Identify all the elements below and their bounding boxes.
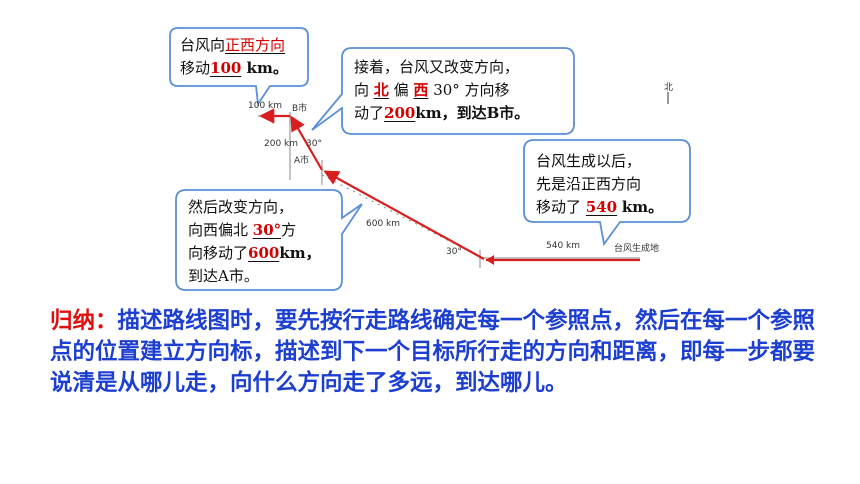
distance-540-label: 540 km <box>546 241 581 251</box>
angle-origin-label: 30° <box>446 247 462 257</box>
city-a-label: A市 <box>294 156 310 166</box>
bubble-north-west-200 <box>311 47 575 135</box>
bubble-west-100-text: 台风向正西方向 移动100 km。 <box>180 36 288 77</box>
bubble-west-north-600 <box>175 189 363 291</box>
typhoon-route <box>258 108 640 262</box>
city-b-label: B市 <box>292 104 308 114</box>
summary-body: 描述路线图时，要先按行走路线确定每一个参照点，然后在每一个参照点的位置建立方向标… <box>50 308 816 396</box>
route-seg-wnw-600 <box>323 170 485 260</box>
summary-paragraph: 归纳：描述路线图时，要先按行走路线确定每一个参照点，然后在每一个参照点的位置建立… <box>50 306 830 399</box>
distance-100-label: 100 km <box>248 101 283 111</box>
bubble-origin-540-text: 台风生成以后， 先是沿正西方向 移动了 540 km。 <box>536 152 664 216</box>
route-seg-nnw-200 <box>290 115 323 171</box>
route-diagram <box>169 27 691 291</box>
summary-lead: 归纳： <box>50 308 118 334</box>
north-label: 北 <box>664 83 674 93</box>
angle-a-label: 30° <box>306 139 322 149</box>
bubble-origin-540 <box>523 139 691 247</box>
distance-600-label: 600 km <box>366 219 401 229</box>
origin-label: 台风生成地 <box>614 244 660 254</box>
distance-200-label: 200 km <box>264 139 299 149</box>
bubble-north-west-200-text: 接着，台风又改变方向， 向 北 偏 西 30° 方向移 动了200km，到达B市… <box>354 58 530 122</box>
bubble-west-100 <box>169 27 309 107</box>
bubble-west-north-600-text: 然后改变方向， 向西偏北 30°方 向移动了600km， 到达A市。 <box>188 198 321 285</box>
ruler-ticks <box>258 112 640 268</box>
origin-arrow-icon <box>486 255 494 265</box>
